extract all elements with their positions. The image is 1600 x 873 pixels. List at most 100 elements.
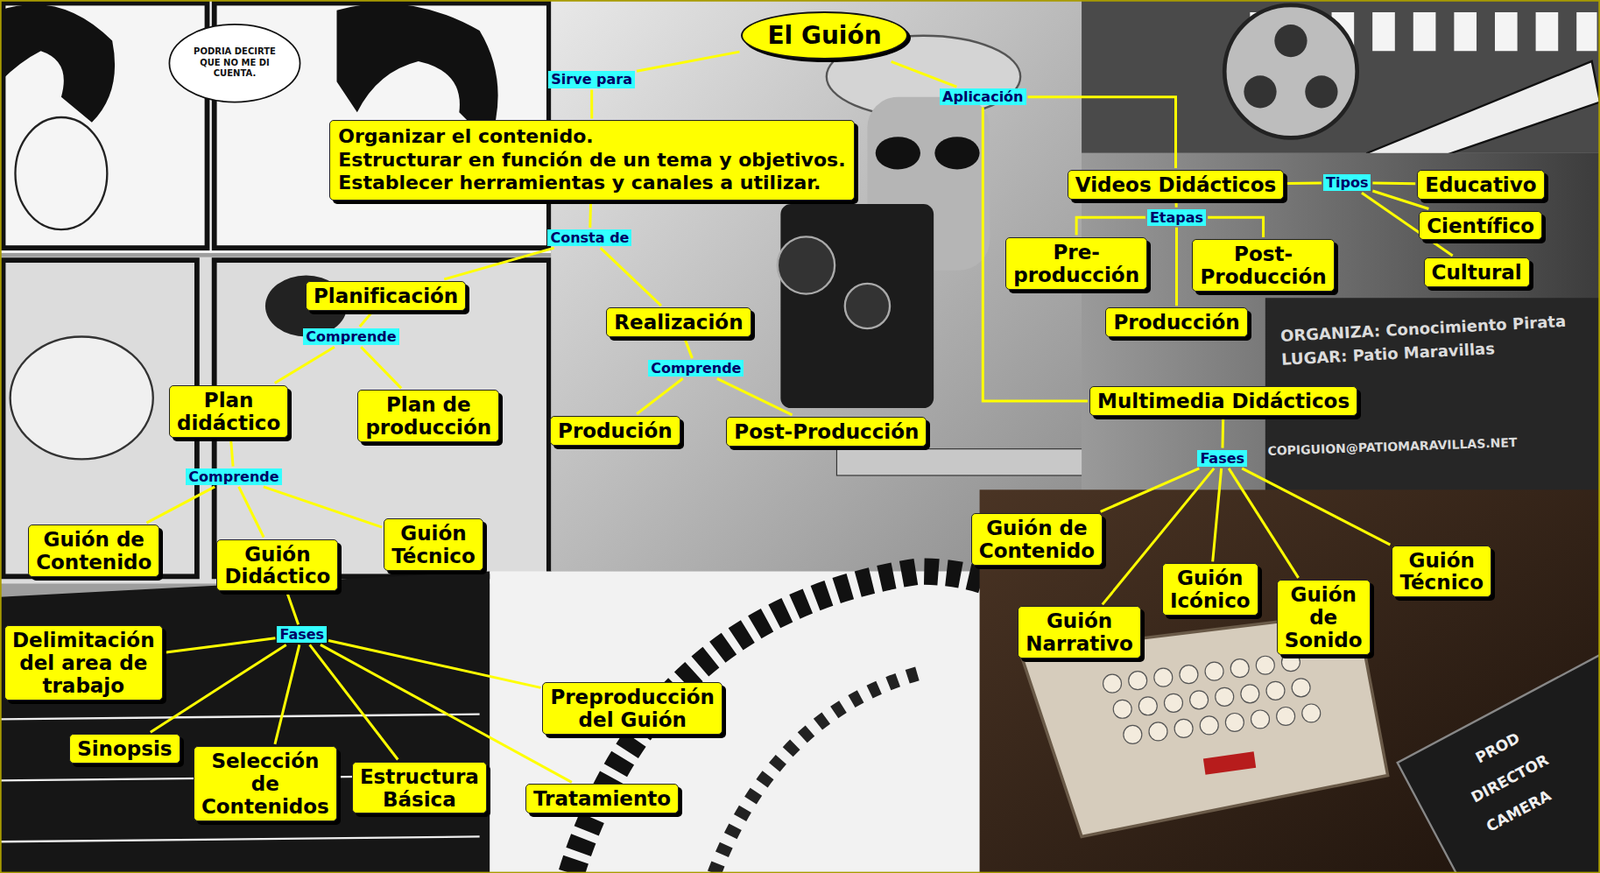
node-text: Comprende [188, 468, 279, 486]
reel-hole [1243, 75, 1276, 108]
reel-hole [1304, 75, 1338, 108]
linking-phrase: Comprende [648, 359, 744, 377]
connector-line [231, 439, 233, 467]
node-text: Post-Producción [733, 420, 919, 444]
typewriter-keys [1103, 653, 1321, 745]
connector-line [600, 247, 662, 306]
clapper-line [0, 836, 480, 842]
connector-line [1372, 182, 1416, 186]
node-text: Aplicación [942, 88, 1023, 106]
node-text: Consta de [549, 229, 629, 247]
camera-arm [836, 449, 1102, 476]
node-text: Guión Icónico [1170, 566, 1251, 613]
linking-phrase: Consta de [547, 229, 632, 247]
concept-box: Guión Técnico [1391, 545, 1492, 599]
connector-line [239, 486, 264, 538]
connector-line [684, 338, 692, 359]
node-text: Plan didáctico [176, 388, 281, 435]
concept-box: Guión de Contenido [28, 524, 160, 578]
linking-phrase: Comprende [185, 468, 282, 486]
glasses [875, 136, 921, 170]
node-text: Delimitación del area de trabajo [12, 628, 156, 698]
node-text: Guión Técnico [391, 521, 476, 568]
concept-box: Guión Técnico [383, 518, 484, 571]
connector-line [636, 378, 684, 414]
connector-line [1220, 417, 1225, 449]
concept-box: Pre- producción [1005, 237, 1148, 290]
concept-box: Guión Narrativo [1017, 606, 1142, 659]
connector-line [1212, 468, 1222, 563]
connector-line [1076, 217, 1146, 235]
connector-line [263, 486, 382, 528]
node-text: Etapas [1149, 209, 1204, 226]
reel-hole [1274, 24, 1307, 57]
concept-box: Post-Producción [725, 416, 927, 447]
connector-line [444, 247, 554, 280]
node-text: Comprende [305, 328, 396, 346]
concept-box: Guión de Contenido [971, 513, 1103, 566]
connector-line [1175, 227, 1178, 306]
concept-box: Selección de Contenidos [193, 746, 338, 822]
concept-box: Tratamiento [525, 783, 679, 814]
node-text: Fases [1199, 450, 1245, 467]
linking-phrase: Etapas [1147, 209, 1206, 226]
clapper-line [0, 714, 480, 720]
camera [780, 204, 934, 409]
node-text: Organizar el contenido. [338, 125, 846, 149]
node-text: Estructurar en función de un tema y obje… [338, 148, 846, 172]
connector-line [1028, 97, 1177, 169]
concept-box: Planificación [305, 281, 466, 311]
camera-lens [845, 283, 890, 329]
node-text: Produción [557, 419, 673, 443]
concept-box: Preproducción del Guión [542, 682, 723, 735]
concept-box: Guión de Sonido [1276, 579, 1371, 656]
speech-bubble [169, 24, 300, 103]
node-text: Fases [279, 626, 325, 643]
node-text: Videos Didácticos [1075, 173, 1276, 197]
node-text: Científico [1426, 214, 1535, 238]
connector-line [328, 641, 541, 689]
node-text: Guión Técnico [1399, 549, 1484, 595]
concept-box: Plan didáctico [169, 385, 289, 438]
concept-box: Sinopsis [69, 733, 180, 764]
concept-box: Post- Producción [1191, 239, 1334, 292]
node-text: Guión Narrativo [1025, 609, 1134, 656]
concept-box: Guión Icónico [1162, 563, 1259, 616]
connector-line [1228, 468, 1299, 578]
connector-line [590, 90, 593, 120]
comic-panel [0, 257, 551, 585]
concept-box: Cultural [1423, 257, 1530, 288]
node-text: Cultural [1431, 260, 1523, 284]
camera-lens [777, 236, 835, 294]
root-concept: El Guión [740, 11, 908, 60]
concept-box: Producción [1105, 307, 1248, 338]
connector-line [1285, 181, 1322, 184]
connector-line [287, 592, 299, 625]
node-text: Tratamiento [533, 787, 671, 811]
concept-box: Educativo [1416, 169, 1544, 200]
node-text: Producción [1113, 310, 1240, 334]
node-text: Planificación [313, 284, 459, 308]
connector-line [1175, 201, 1178, 208]
node-text: Guión de Contenido [35, 528, 152, 574]
linking-phrase: Fases [1197, 450, 1248, 467]
node-text: Preproducción del Guión [549, 685, 715, 732]
node-text: Comprende [650, 359, 741, 377]
node-text: Guión de Contenido [979, 516, 1095, 563]
node-text: Realización [613, 310, 743, 334]
node-text: Pre- producción [1013, 240, 1140, 287]
node-text: Educativo [1424, 173, 1537, 197]
linking-phrase: Aplicación [939, 88, 1026, 106]
node-text: Sirve para [550, 70, 633, 88]
node-text: Establecer herramientas y canales a util… [338, 171, 846, 195]
connector-line [164, 638, 276, 654]
node-text: Selección de Contenidos [201, 749, 330, 818]
concept-box: Organizar el contenido.Estructurar en fu… [329, 119, 854, 200]
connector-line [359, 312, 373, 327]
comic-face [10, 337, 154, 460]
node-text: Sinopsis [77, 737, 172, 761]
photo [1081, 0, 1600, 154]
node-text: Tipos [1325, 174, 1368, 191]
